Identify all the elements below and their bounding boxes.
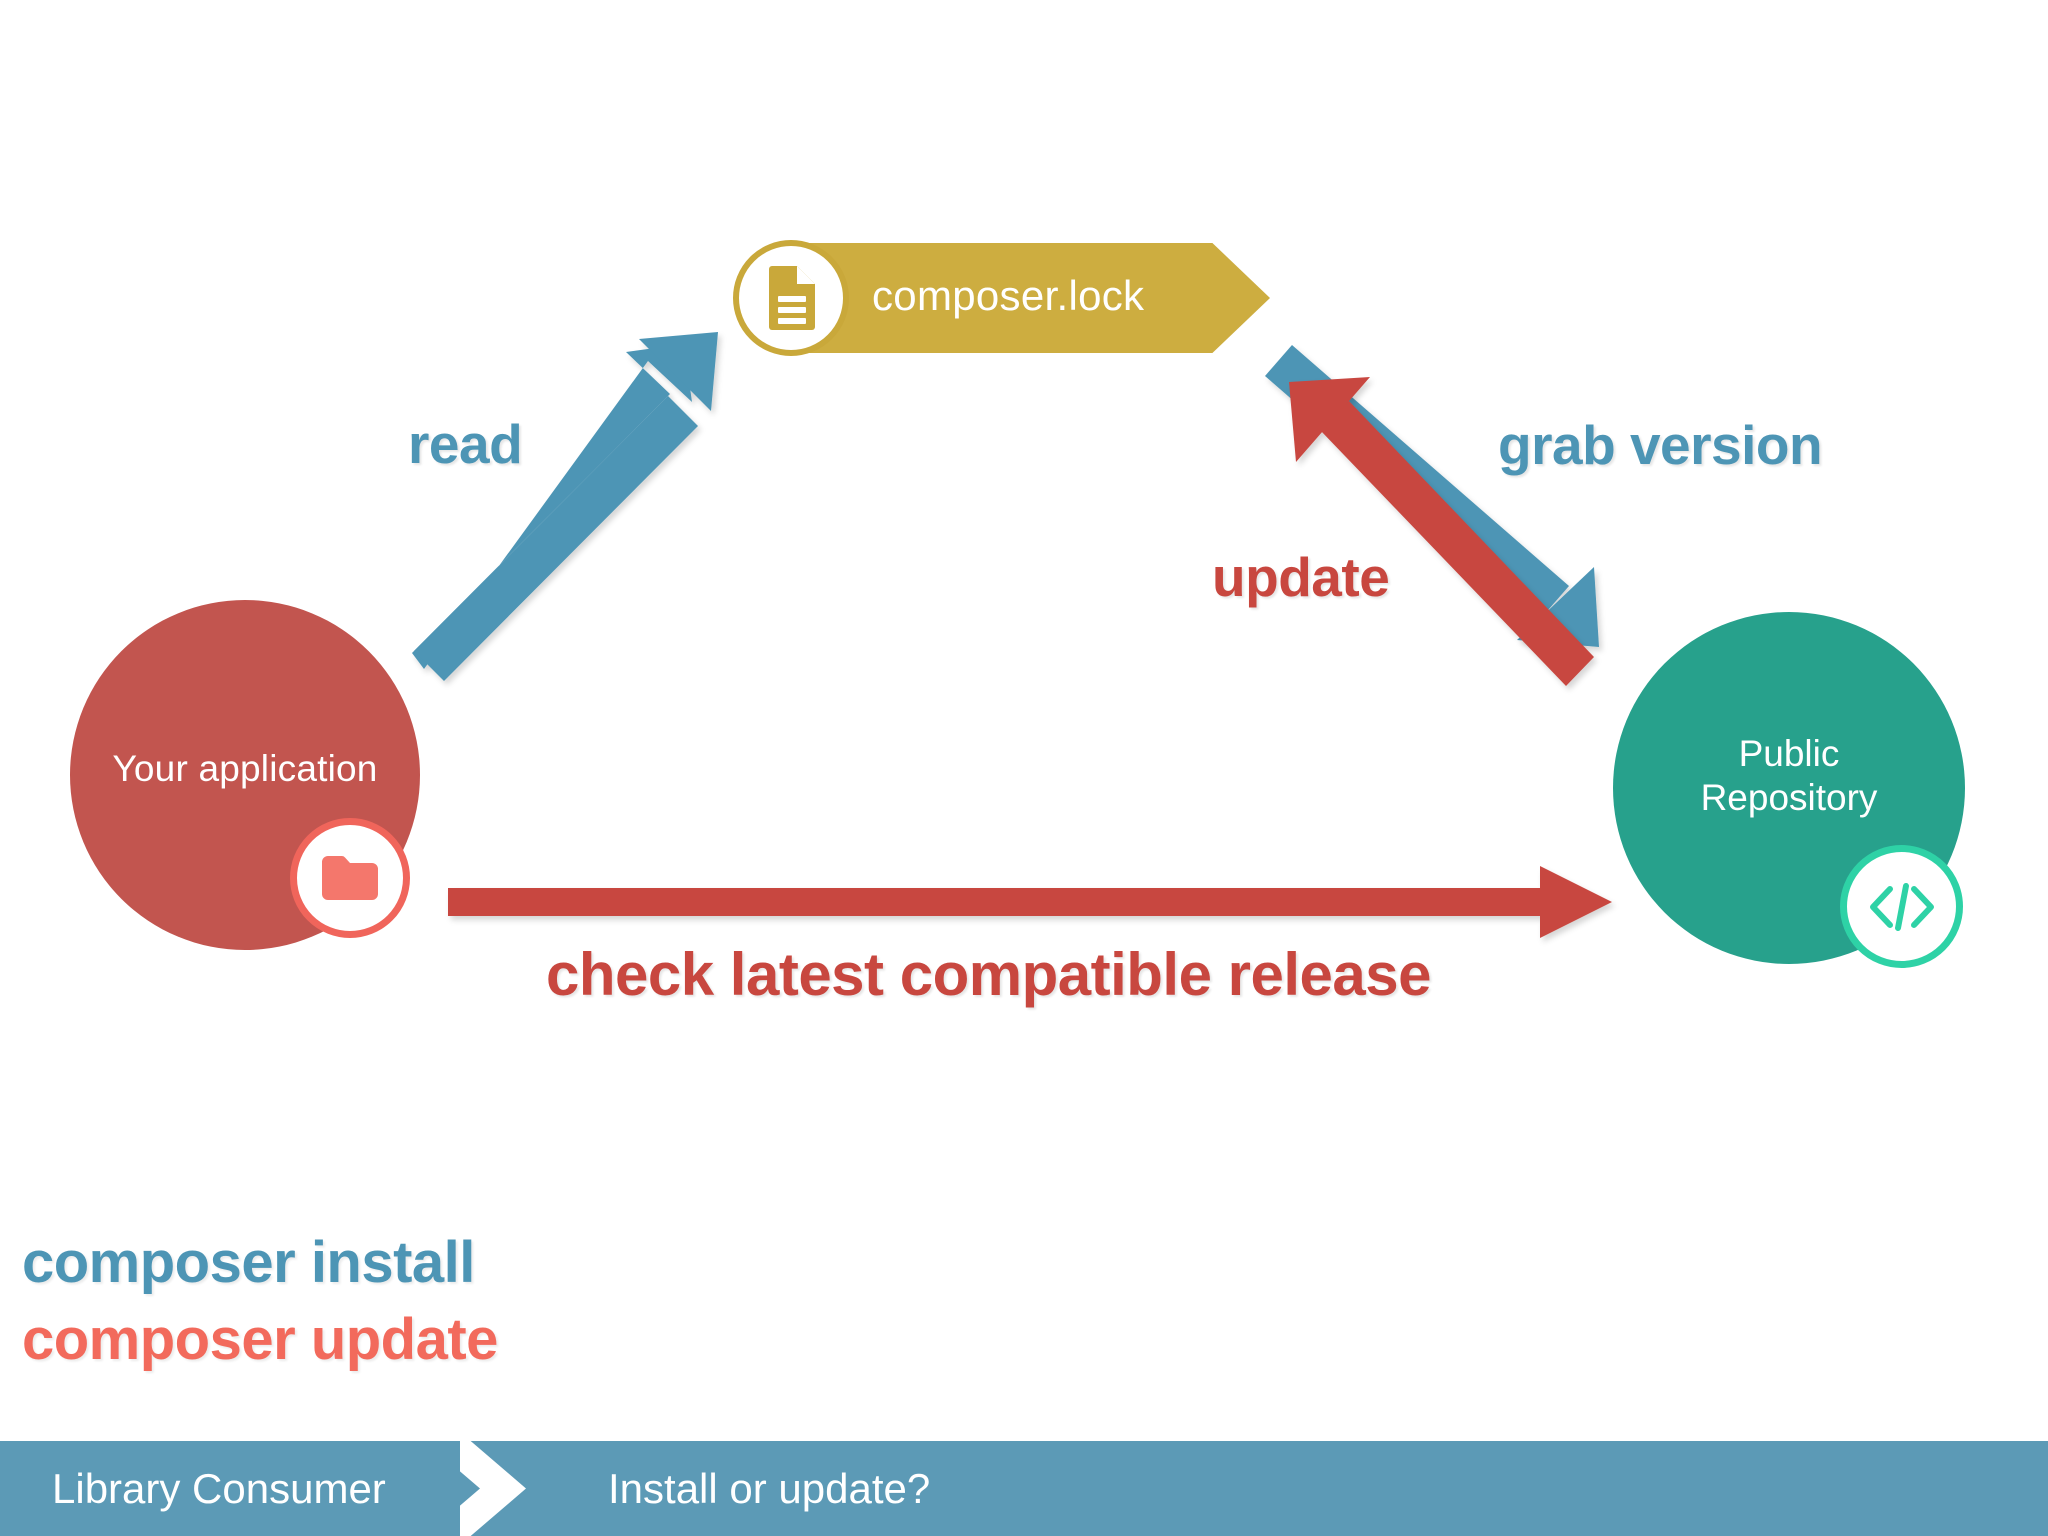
code-badge[interactable] [1840,845,1963,968]
arrow-check-release [448,866,1612,938]
command-composer-update: composer update [22,1306,498,1372]
node-composer-lock[interactable]: composer.lock [790,243,1270,353]
node-public-repository-label-line1: Public [1738,732,1840,774]
folder-icon [322,856,378,900]
footer-stage-install-or-update[interactable]: Install or update? [608,1464,931,1512]
footer-stage-library-consumer[interactable]: Library Consumer [52,1464,386,1512]
node-public-repository-label: Public Repository [1701,732,1878,821]
folder-badge[interactable] [290,818,410,938]
arrow-label-grab-version: grab version [1498,414,1823,476]
command-composer-install: composer install [22,1230,475,1295]
node-composer-lock-label: composer.lock [872,272,1145,319]
chevron-right-icon [460,1441,526,1536]
node-your-application-label: Your application [112,748,378,790]
arrow-read [412,332,718,681]
node-public-repository-label-line2: Repository [1700,777,1878,818]
arrow-label-check-release: check latest compatible release [546,941,1431,1008]
arrow-label-update: update [1212,546,1390,608]
code-icon [1869,882,1934,931]
document-badge[interactable] [733,240,849,356]
arrow-update [1289,377,1594,686]
footer-bar: Library Consumer Install or update? [0,1441,2048,1536]
command-list: composer install composer update [22,1225,498,1378]
document-icon [769,266,815,330]
arrow-label-read: read [408,413,523,475]
